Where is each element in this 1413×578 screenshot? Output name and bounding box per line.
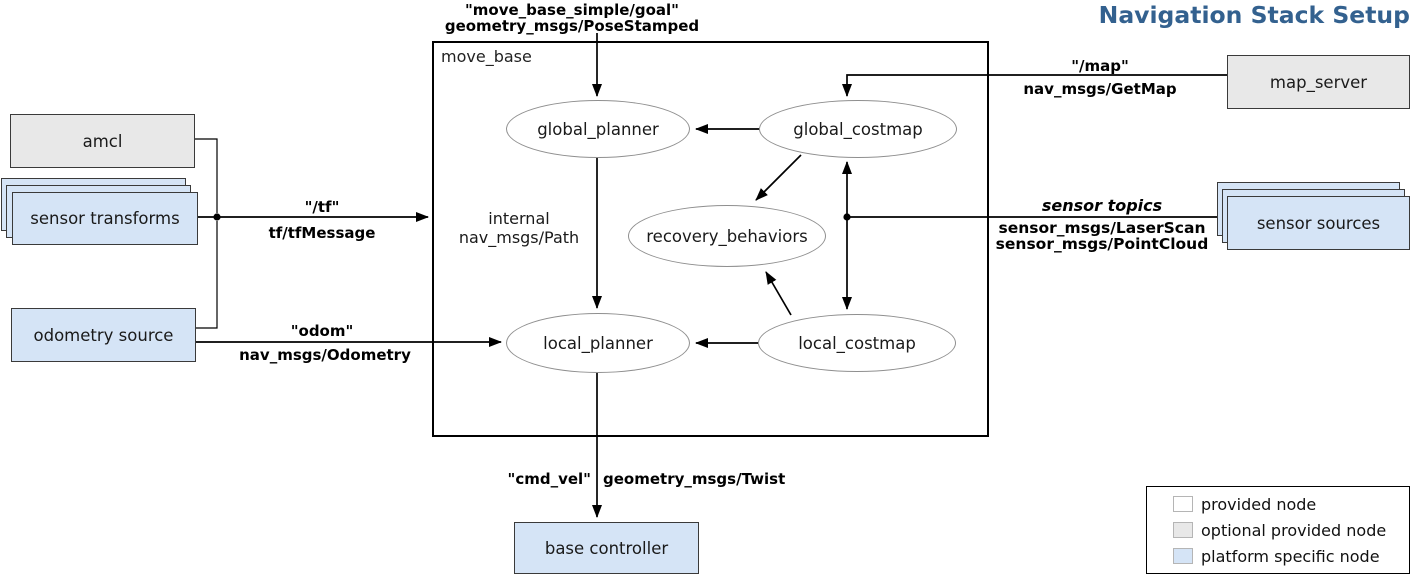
provided-node-swatch xyxy=(1173,496,1193,512)
sensor-sources-label: sensor sources xyxy=(1256,213,1381,233)
internal-path-label: internal nav_msgs/Path xyxy=(459,209,579,247)
sensor-sources-node: sensor sources xyxy=(1227,196,1410,250)
global-costmap-node: global_costmap xyxy=(759,100,957,158)
legend-row-platform: platform specific node xyxy=(1173,546,1409,566)
global-planner-label: global_planner xyxy=(537,119,659,139)
platform-specific-node-swatch xyxy=(1173,548,1193,564)
base-controller-node: base controller xyxy=(514,522,699,574)
odometry-source-label: odometry source xyxy=(33,325,174,345)
global-planner-node: global_planner xyxy=(506,100,690,158)
move-base-label: move_base xyxy=(441,47,532,66)
local-costmap-node: local_costmap xyxy=(758,314,956,372)
odom-topic-type: nav_msgs/Odometry xyxy=(239,346,411,364)
sensor-junction-dot xyxy=(843,213,851,221)
local-planner-label: local_planner xyxy=(543,333,653,353)
amcl-node: amcl xyxy=(10,114,195,168)
recovery-behaviors-label: recovery_behaviors xyxy=(646,226,808,246)
tf-topic-type: tf/tfMessage xyxy=(268,224,376,242)
sensor-topics-label: sensor topics xyxy=(1041,196,1163,215)
edge-gc-rb xyxy=(755,154,802,201)
legend-row-optional: optional provided node xyxy=(1173,520,1409,540)
optional-provided-node-label: optional provided node xyxy=(1201,520,1387,540)
sensor-topics-types: sensor_msgs/LaserScan sensor_msgs/PointC… xyxy=(996,220,1209,252)
edge-lc-rb xyxy=(765,271,792,316)
recovery-behaviors-node: recovery_behaviors xyxy=(628,205,826,267)
edge-map xyxy=(842,74,1227,97)
sensor-transforms-node: sensor transforms xyxy=(12,192,198,245)
edge-odometry-tf xyxy=(196,221,218,329)
platform-specific-node-label: platform specific node xyxy=(1201,546,1380,566)
tf-junction-dot xyxy=(213,213,221,221)
global-costmap-label: global_costmap xyxy=(793,119,923,139)
optional-provided-node-swatch xyxy=(1173,522,1193,538)
sensor-pointcloud-type: sensor_msgs/PointCloud xyxy=(995,235,1209,253)
base-controller-label: base controller xyxy=(544,538,669,558)
provided-node-label: provided node xyxy=(1201,494,1317,514)
edge-amcl-tf xyxy=(195,138,218,213)
cmd-vel-topic-type: geometry_msgs/Twist xyxy=(603,470,786,488)
sensor-transforms-label: sensor transforms xyxy=(30,209,180,228)
goal-topic-label: "move_base_simple/goal" geometry_msgs/Po… xyxy=(445,2,699,34)
local-costmap-label: local_costmap xyxy=(798,333,916,353)
legend: provided node optional provided node pla… xyxy=(1146,486,1410,574)
legend-row-provided: provided node xyxy=(1173,494,1409,514)
goal-topic-name: "move_base_simple/goal" xyxy=(464,1,679,19)
map-topic-type: nav_msgs/GetMap xyxy=(1023,80,1177,98)
odom-topic-name: "odom" xyxy=(290,322,354,340)
tf-topic-name: "/tf" xyxy=(304,198,340,216)
goal-topic-type: geometry_msgs/PoseStamped xyxy=(444,17,700,35)
internal-label-line1: internal xyxy=(488,209,550,228)
local-planner-node: local_planner xyxy=(506,313,690,373)
sensor-laserscan-type: sensor_msgs/LaserScan xyxy=(998,219,1206,237)
odometry-source-node: odometry source xyxy=(11,308,196,362)
amcl-label: amcl xyxy=(82,131,123,151)
page-title: Navigation Stack Setup xyxy=(1098,1,1410,29)
map-server-node: map_server xyxy=(1227,55,1410,109)
internal-label-line2: nav_msgs/Path xyxy=(458,228,580,247)
map-server-label: map_server xyxy=(1269,72,1368,92)
cmd-vel-topic-name: "cmd_vel" xyxy=(507,470,591,488)
map-topic-name: "/map" xyxy=(1071,57,1129,75)
